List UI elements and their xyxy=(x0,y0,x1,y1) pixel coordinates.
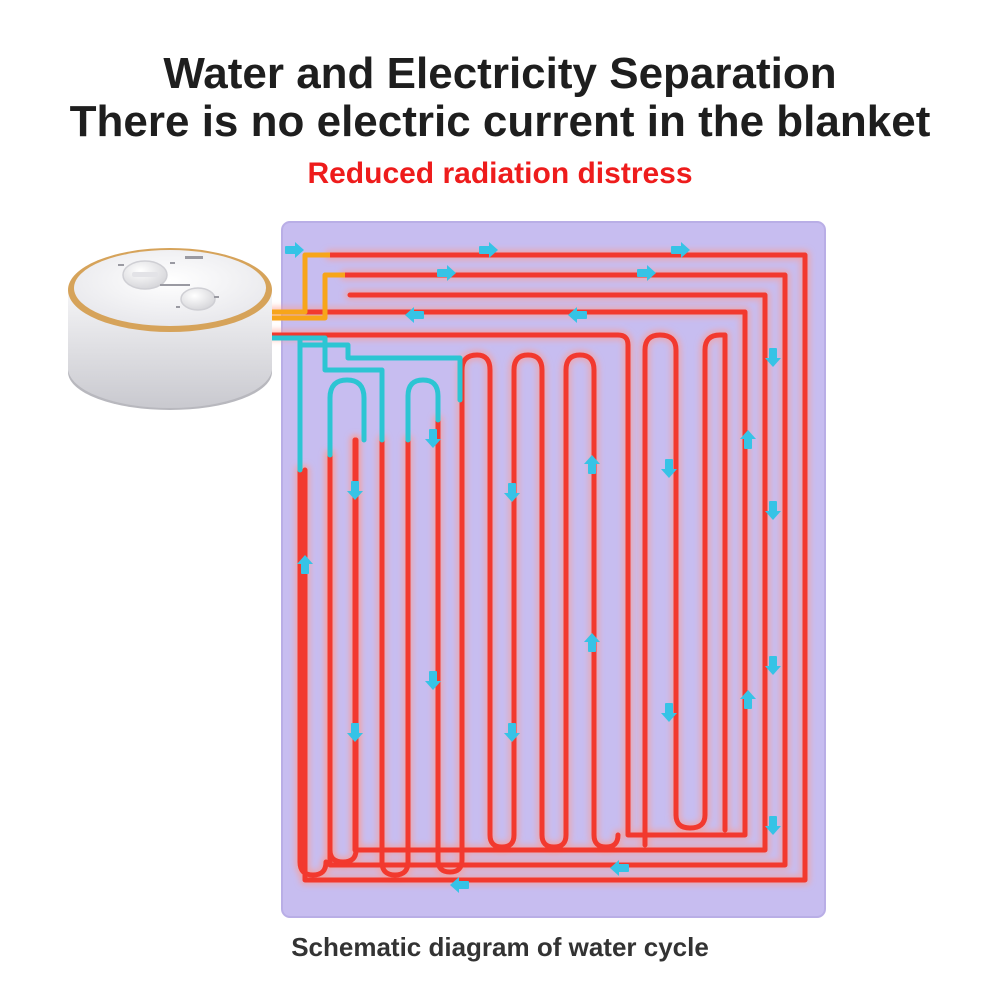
hot-pipe-segment xyxy=(435,352,621,875)
device-dial-markings xyxy=(118,256,219,308)
headline-line-2: There is no electric current in the blan… xyxy=(69,97,931,146)
temperature-knob xyxy=(122,260,168,290)
cold-pipe-segment xyxy=(297,342,463,403)
water-heater-controller xyxy=(68,248,272,410)
feed-pipe-segment xyxy=(270,252,330,315)
hot-pipe-segment xyxy=(297,467,329,878)
hot-pipe-segment xyxy=(267,309,748,838)
cold-pipe-network xyxy=(267,335,463,473)
blanket xyxy=(281,221,826,918)
hot-pipe-network xyxy=(267,252,808,883)
timer-knob xyxy=(180,287,216,311)
hot-pipe-segment xyxy=(327,437,359,865)
cold-pipe-segment xyxy=(267,335,385,443)
hot-pipe-segment xyxy=(642,332,728,848)
headline-line-1: Water and Electricity Separation xyxy=(163,49,837,98)
feed-pipe-segment xyxy=(270,272,345,321)
feed-pipe-network xyxy=(270,252,345,321)
subtitle: Reduced radiation distress xyxy=(307,157,693,190)
hot-pipe-segment xyxy=(379,437,411,878)
diagram-caption: Schematic diagram of water cycle xyxy=(291,932,709,962)
hot-pipe-segment xyxy=(302,252,808,883)
cold-pipe-segment xyxy=(327,377,367,458)
cold-pipe-segment xyxy=(405,377,441,443)
